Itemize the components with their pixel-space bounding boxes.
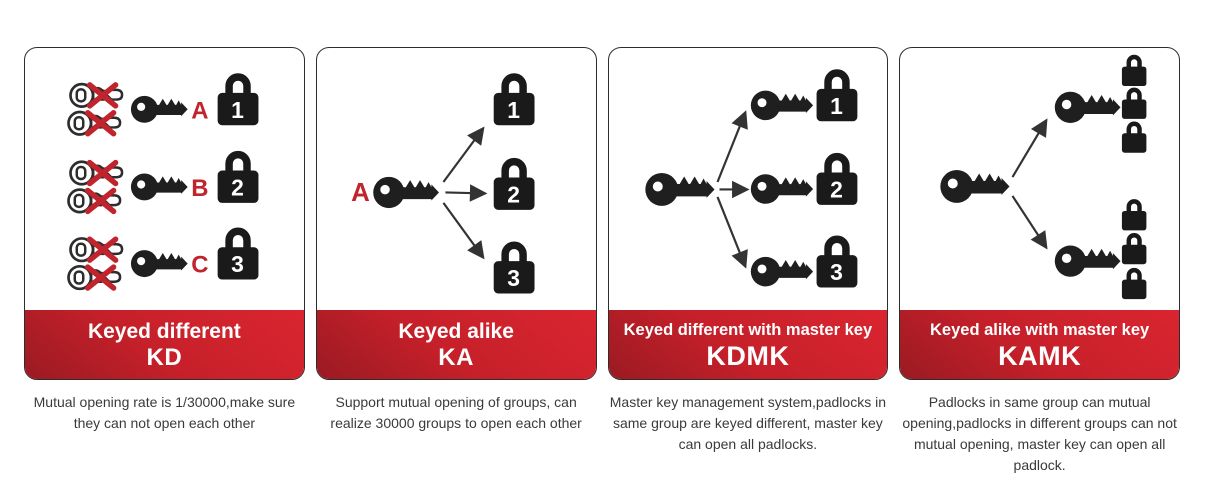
- banner-acronym: KAMK: [998, 341, 1082, 371]
- description-kd: Mutual opening rate is 1/30000,make sure…: [33, 394, 296, 431]
- key-icon: [750, 90, 813, 121]
- padlock-number: 2: [231, 174, 244, 200]
- description-kdmk: Master key management system,padlocks in…: [609, 394, 886, 452]
- key-icon: [750, 174, 813, 204]
- banner-acronym: KA: [438, 343, 474, 371]
- banner-ka: Keyed alike KA: [316, 310, 596, 379]
- panel-kd: A 1 B 2 C 3: [24, 47, 305, 476]
- description-ka: Support mutual opening of groups, can re…: [330, 394, 582, 431]
- padlock-number: 1: [231, 97, 244, 123]
- padlock-number: 3: [830, 259, 843, 285]
- banner-kd: Keyed different KD: [24, 310, 304, 379]
- panel-kdmk: 1 2 3 Keyed different with master key KD…: [607, 47, 889, 476]
- banner-title: Keyed alike: [398, 319, 514, 343]
- key-icon: [130, 95, 188, 123]
- padlock-icon: [1122, 270, 1146, 299]
- padlock-number: 2: [507, 181, 520, 207]
- banner-acronym: KD: [146, 343, 183, 371]
- banner-acronym: KDMK: [706, 341, 790, 371]
- diagram-ka: A 1 2 3: [317, 48, 596, 311]
- diagram-kdmk: 1 2 3: [609, 48, 888, 311]
- diagram-kd: A 1 B 2 C 3: [25, 48, 304, 311]
- key-letter: A: [191, 97, 208, 124]
- card-kamk: Keyed alike with master key KAMK: [899, 47, 1180, 380]
- banner-title: Keyed different with master key: [623, 321, 873, 339]
- key-letter: A: [351, 179, 370, 207]
- padlock-icon: [1122, 124, 1146, 153]
- banner-title: Keyed different: [87, 319, 241, 343]
- crossed-key-icon: [69, 112, 121, 134]
- key-icon: [1055, 245, 1121, 277]
- banner-title: Keyed alike with master key: [930, 321, 1150, 339]
- arrow-icon: [715, 196, 748, 269]
- padlock-number: 3: [231, 251, 244, 277]
- padlock-icon: [1122, 57, 1146, 86]
- key-letter: B: [191, 175, 208, 202]
- banner-kdmk: Keyed different with master key KDMK: [608, 310, 888, 379]
- padlock-number: 2: [830, 176, 843, 202]
- panel-kamk: Keyed alike with master key KAMK Padlock…: [899, 47, 1180, 476]
- diagram-kamk: [900, 48, 1179, 311]
- padlock-number: 3: [507, 265, 520, 291]
- key-icon: [750, 256, 813, 287]
- padlock-icon: [1122, 201, 1146, 230]
- panels-row: A 1 B 2 C 3: [24, 47, 1180, 476]
- arrow-icon: [442, 202, 485, 260]
- banner-kamk: Keyed alike with master key KAMK: [900, 310, 1180, 379]
- card-ka: A 1 2 3 Keyed alike KA: [315, 47, 597, 380]
- key-letter: C: [191, 252, 208, 279]
- arrow-icon: [1011, 195, 1048, 250]
- padlock-icon: [1122, 90, 1146, 119]
- crossed-key-icon: [70, 162, 122, 184]
- arrow-icon: [1011, 118, 1048, 178]
- card-kdmk: 1 2 3 Keyed different with master key KD…: [607, 47, 889, 380]
- arrow-icon: [715, 110, 748, 183]
- crossed-key-icon: [70, 84, 122, 106]
- crossed-key-icon: [69, 266, 121, 288]
- key-icon: [130, 250, 188, 278]
- crossed-key-icon: [70, 238, 122, 260]
- key-icon: [130, 173, 188, 201]
- master-key-icon: [940, 170, 1010, 203]
- key-icon: [1055, 91, 1121, 123]
- key-icon: [372, 176, 439, 209]
- arrow-icon: [442, 126, 485, 183]
- padlock-number: 1: [830, 93, 843, 119]
- panel-ka: A 1 2 3 Keyed alike KA Support mutual: [315, 47, 597, 476]
- arrow-icon: [445, 184, 488, 202]
- master-key-icon: [644, 173, 715, 206]
- crossed-key-icon: [69, 190, 121, 212]
- padlock-icon: [1122, 235, 1146, 264]
- description-kamk: Padlocks in same group can mutual openin…: [902, 394, 1177, 473]
- padlock-number: 1: [507, 97, 520, 123]
- card-kd: A 1 B 2 C 3: [24, 47, 305, 380]
